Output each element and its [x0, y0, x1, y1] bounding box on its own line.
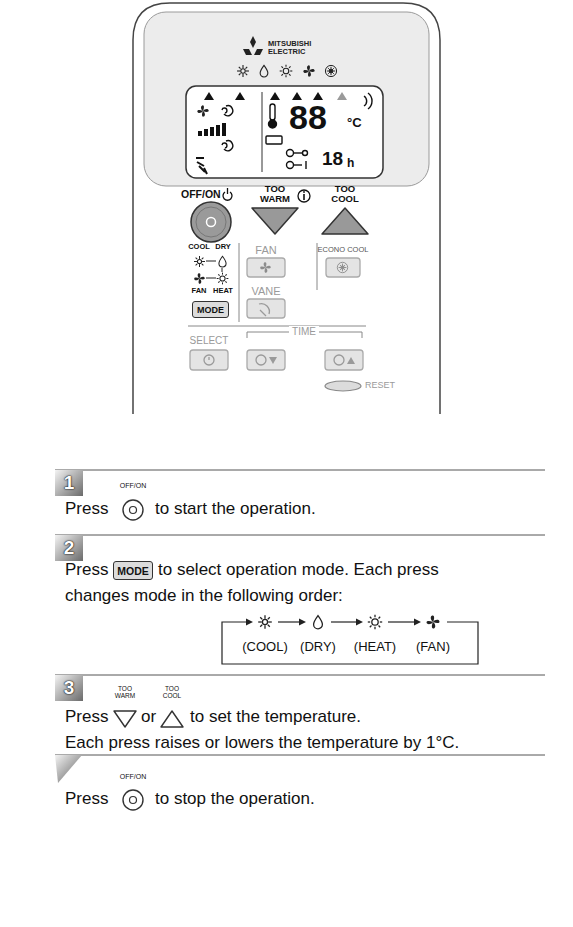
button-label: OFF/ON	[113, 482, 153, 490]
button-label: SELECT	[184, 335, 234, 346]
mode-name: (HEAT)	[345, 640, 405, 654]
temperature-digits: 88	[289, 99, 327, 136]
button-label: TIME	[289, 326, 319, 337]
button-label: FAN	[244, 244, 288, 256]
instruction-text: to start the operation.	[155, 500, 316, 519]
timer-digits: 18	[322, 149, 343, 170]
button-label: TOO COOL	[325, 184, 365, 205]
instruction-text: Press	[65, 500, 108, 519]
mode-label: COOL	[187, 243, 211, 251]
unit-label: h	[347, 157, 354, 170]
instruction-text: Press	[65, 790, 108, 809]
button-label: OFF/ON	[113, 773, 153, 781]
mode-label: HEAT	[212, 287, 234, 295]
mode-label: FAN	[187, 287, 211, 295]
step-number: 2	[64, 537, 75, 559]
instruction-text: changes mode in the following order:	[65, 587, 343, 606]
button-label: MODE	[197, 305, 224, 315]
instruction-text: to stop the operation.	[155, 790, 315, 809]
step-number: 3	[64, 677, 75, 699]
button-label: RESET	[365, 381, 395, 391]
instruction-text: Press	[65, 708, 108, 727]
button-label: TOO COOL	[159, 686, 185, 700]
button-label: VANE	[244, 285, 288, 297]
button-label: MODE	[117, 565, 149, 577]
button-label: OFF/ON	[181, 189, 221, 201]
mode-label: DRY	[212, 243, 234, 251]
mode-name: (FAN)	[403, 640, 463, 654]
instruction-text: to select operation mode. Each press	[158, 561, 439, 580]
button-label: TOO WARM	[255, 184, 295, 205]
instruction-text: or	[141, 708, 156, 727]
unit-label: °C	[347, 116, 362, 130]
instruction-text: to set the temperature.	[190, 708, 361, 727]
brand-name: MITSUBISHI ELECTRIC	[268, 40, 314, 56]
step-number: 1	[64, 472, 75, 494]
button-label: TOO WARM	[112, 686, 138, 700]
step-number: 2	[55, 535, 83, 561]
mode-name: (DRY)	[288, 640, 348, 654]
step-number: 1	[55, 470, 83, 496]
instruction-text: Each press raises or lowers the temperat…	[65, 734, 459, 753]
instruction-text: Press	[65, 561, 108, 580]
mode-name: (COOL)	[235, 640, 295, 654]
mode-button: MODE	[192, 301, 229, 318]
step-number: 3	[55, 675, 83, 701]
mode-button: MODE	[113, 561, 153, 580]
button-label: ECONO COOL	[311, 246, 375, 254]
